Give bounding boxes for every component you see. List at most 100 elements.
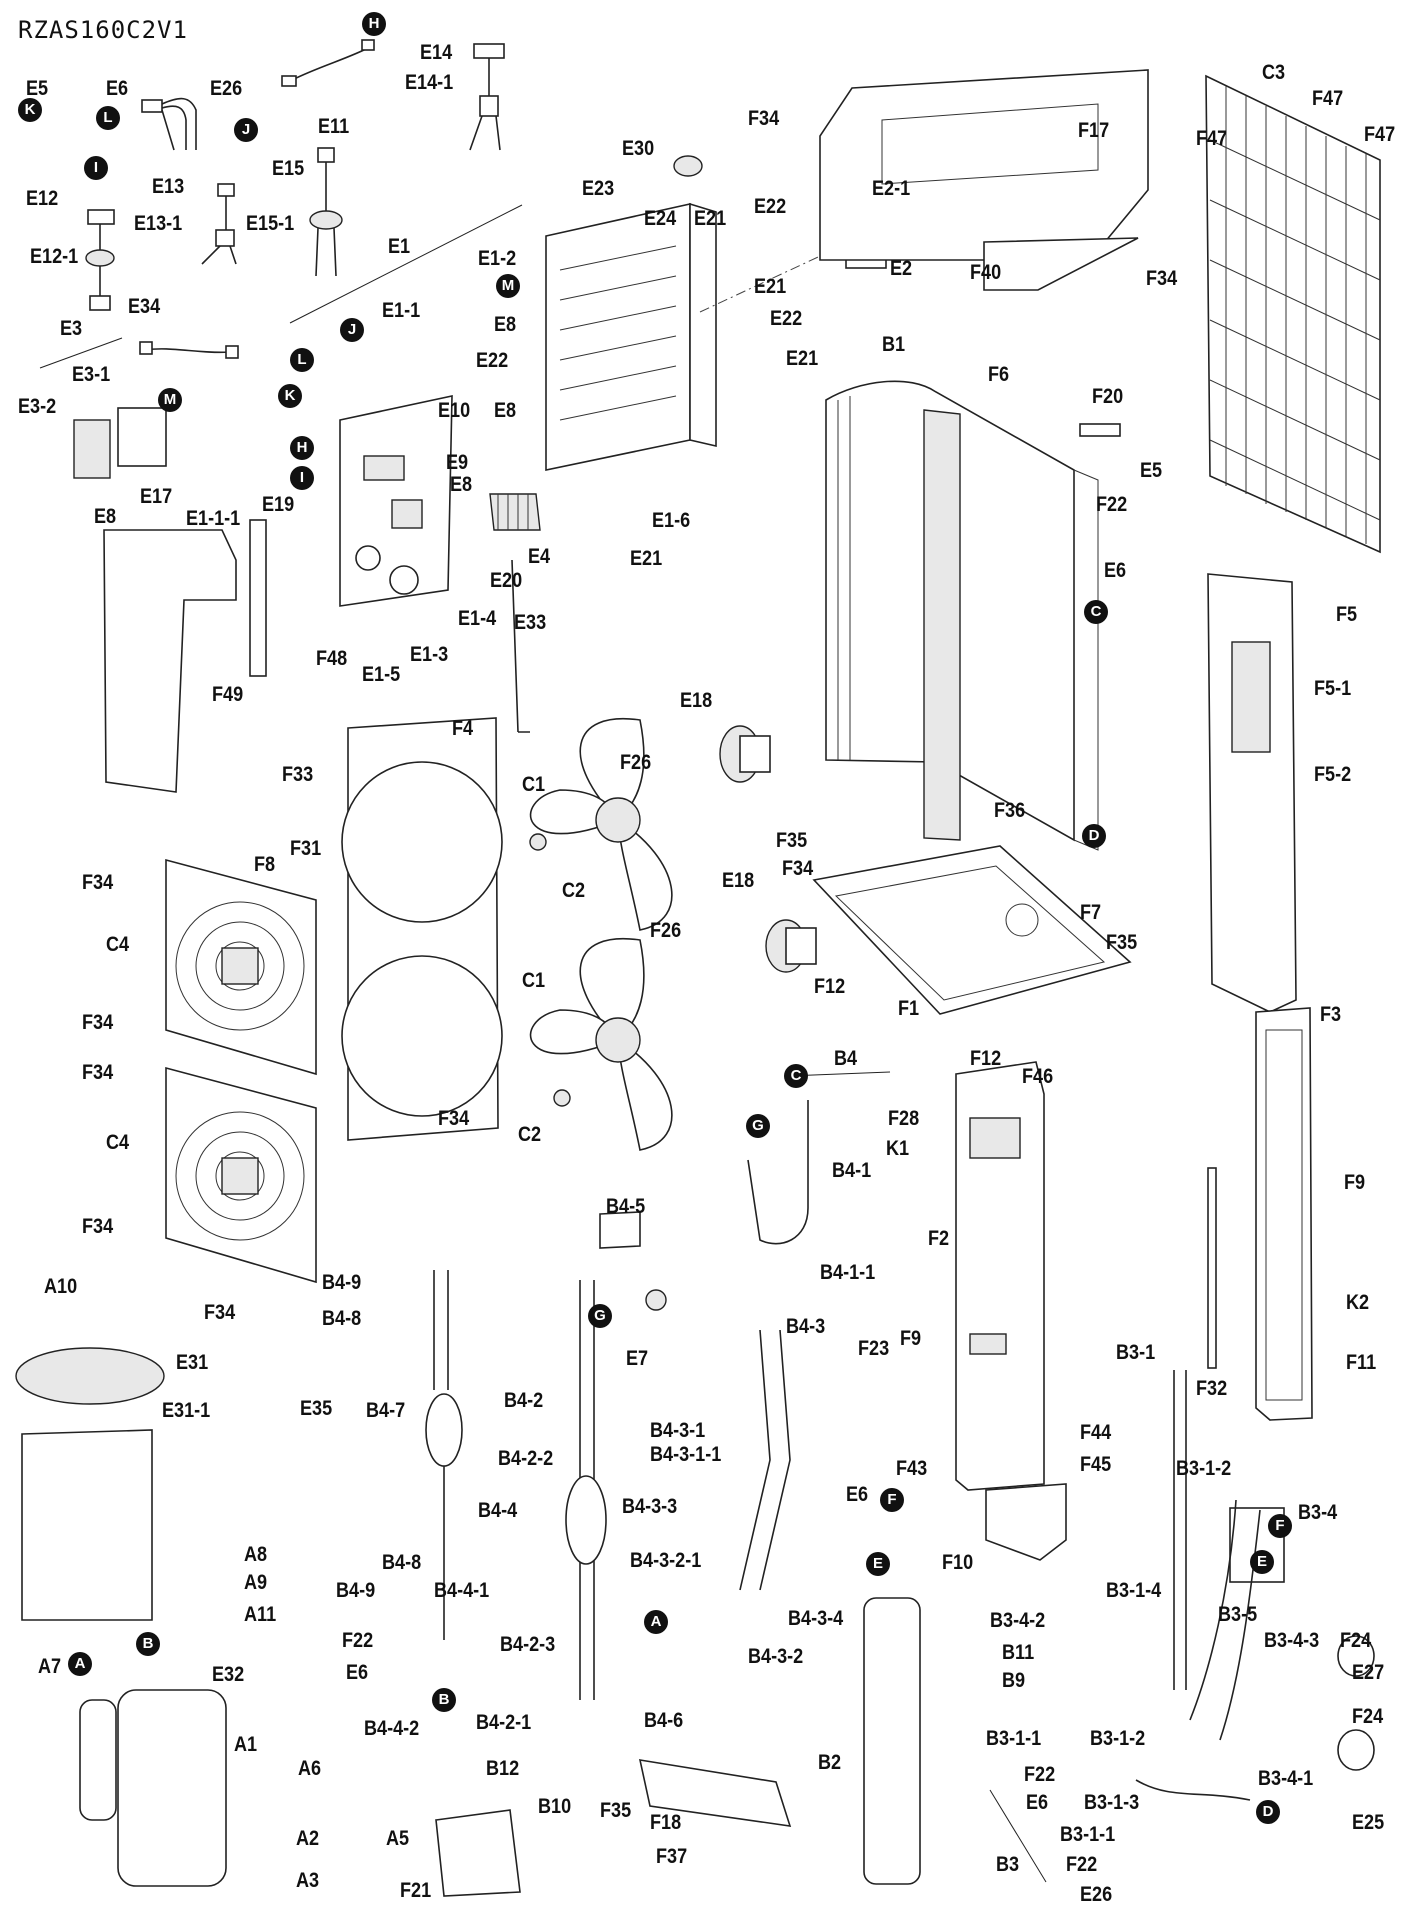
part-label-E1-2: E1-2 bbox=[478, 247, 517, 270]
part-label-B4: B4 bbox=[834, 1047, 858, 1070]
part-label-E8b: E8 bbox=[494, 399, 517, 422]
part-label-E8d: E8 bbox=[94, 505, 117, 528]
part-label-B4-3-2: B4-3-2 bbox=[748, 1645, 804, 1668]
harness-E14 bbox=[469, 43, 505, 151]
part-label-A10: A10 bbox=[44, 1275, 78, 1298]
part-label-B4-7: B4-7 bbox=[366, 1399, 406, 1422]
fan-grille-C4-upper bbox=[165, 858, 317, 1076]
part-label-E22a: E22 bbox=[754, 195, 787, 218]
part-label-E1-1-1: E1-1-1 bbox=[186, 507, 241, 530]
connection-marker-mI2: I bbox=[290, 466, 314, 490]
part-label-B4-3-2-1: B4-3-2-1 bbox=[630, 1549, 702, 1572]
part-label-F34c: F34 bbox=[782, 857, 814, 880]
heat-exchanger-B1 bbox=[825, 380, 1099, 851]
part-label-B3-4: B3-4 bbox=[1298, 1501, 1338, 1524]
part-label-B3-4-3: B3-4-3 bbox=[1264, 1629, 1320, 1652]
part-label-E22c: E22 bbox=[476, 349, 509, 372]
part-label-E21c: E21 bbox=[786, 347, 819, 370]
part-label-E2-1: E2-1 bbox=[872, 177, 911, 200]
part-label-F9b: F9 bbox=[900, 1327, 922, 1350]
part-label-A9: A9 bbox=[244, 1571, 268, 1594]
top-plate-F17 bbox=[819, 69, 1149, 291]
part-label-E24: E24 bbox=[644, 207, 677, 230]
part-label-B11: B11 bbox=[1002, 1641, 1035, 1664]
harness-E34 bbox=[139, 341, 239, 359]
part-label-E23: E23 bbox=[582, 177, 615, 200]
part-label-B4-2-2: B4-2-2 bbox=[498, 1447, 554, 1470]
part-label-E32: E32 bbox=[212, 1663, 245, 1686]
connection-marker-mI1: I bbox=[84, 156, 108, 180]
part-label-B3-1-1a: B3-1-1 bbox=[986, 1727, 1042, 1750]
part-label-F9a: F9 bbox=[1344, 1171, 1366, 1194]
part-label-C1a: C1 bbox=[522, 773, 546, 796]
connection-marker-mC1: C bbox=[1084, 600, 1108, 624]
part-label-E19: E19 bbox=[262, 493, 295, 516]
part-label-F35a: F35 bbox=[776, 829, 808, 852]
connection-marker-mF2: F bbox=[1268, 1514, 1292, 1538]
part-label-E26b: E26 bbox=[1080, 1883, 1113, 1906]
part-label-E1-3: E1-3 bbox=[410, 643, 449, 666]
part-label-E10: E10 bbox=[438, 399, 471, 422]
part-label-F47b: F47 bbox=[1196, 127, 1228, 150]
piping-B3 bbox=[1135, 1370, 1375, 1801]
side-plate-F5 bbox=[1207, 573, 1297, 1013]
part-label-F44: F44 bbox=[1080, 1421, 1112, 1444]
part-label-B4-1: B4-1 bbox=[832, 1159, 872, 1182]
part-label-F23: F23 bbox=[858, 1337, 890, 1360]
connection-marker-mE2: E bbox=[1250, 1550, 1274, 1574]
part-label-F34i: F34 bbox=[204, 1301, 236, 1324]
part-label-E17: E17 bbox=[140, 485, 173, 508]
part-label-F12a: F12 bbox=[814, 975, 846, 998]
part-label-F5: F5 bbox=[1336, 603, 1358, 626]
part-label-F5-1: F5-1 bbox=[1314, 677, 1352, 700]
part-label-F4: F4 bbox=[452, 717, 474, 740]
part-label-B3-1-3: B3-1-3 bbox=[1084, 1791, 1140, 1814]
part-label-F3: F3 bbox=[1320, 1003, 1342, 1026]
part-label-F35b: F35 bbox=[1106, 931, 1138, 954]
part-label-E5a: E5 bbox=[26, 77, 49, 100]
part-label-C2b: C2 bbox=[518, 1123, 542, 1146]
part-label-B4-3: B4-3 bbox=[786, 1315, 826, 1338]
part-label-B9: B9 bbox=[1002, 1669, 1026, 1692]
part-label-F45: F45 bbox=[1080, 1453, 1112, 1476]
part-label-B4-2-3: B4-2-3 bbox=[500, 1633, 556, 1656]
part-label-B3-1: B3-1 bbox=[1116, 1341, 1156, 1364]
part-label-E4: E4 bbox=[528, 545, 551, 568]
harness-E12 bbox=[85, 209, 115, 311]
part-label-E30: E30 bbox=[622, 137, 655, 160]
part-label-E11: E11 bbox=[318, 115, 350, 138]
connection-marker-mE1: E bbox=[866, 1552, 890, 1576]
part-label-K1: K1 bbox=[886, 1137, 910, 1160]
part-label-E1-1: E1-1 bbox=[382, 299, 421, 322]
connection-marker-mK2: K bbox=[278, 384, 302, 408]
part-label-F5-2: F5-2 bbox=[1314, 763, 1352, 786]
connection-marker-mJ1: J bbox=[234, 118, 258, 142]
cover-A10 bbox=[15, 1347, 165, 1405]
connection-marker-mA1: A bbox=[644, 1610, 668, 1634]
part-label-F28: F28 bbox=[888, 1107, 920, 1130]
switch-box-E1-2 bbox=[545, 202, 717, 471]
part-label-E21d: E21 bbox=[630, 547, 663, 570]
harness-E6 bbox=[141, 97, 197, 151]
part-label-F35c: F35 bbox=[600, 1799, 632, 1822]
part-label-F24b: F24 bbox=[1352, 1705, 1384, 1728]
part-label-E3: E3 bbox=[60, 317, 83, 340]
part-label-E26a: E26 bbox=[210, 77, 243, 100]
part-label-B4-1-1: B4-1-1 bbox=[820, 1261, 876, 1284]
part-label-E1-6: E1-6 bbox=[652, 509, 691, 532]
part-label-F12b: F12 bbox=[970, 1047, 1002, 1070]
part-label-E27: E27 bbox=[1352, 1661, 1385, 1684]
part-label-E3-1: E3-1 bbox=[72, 363, 111, 386]
part-label-E25: E25 bbox=[1352, 1811, 1385, 1834]
part-label-E18b: E18 bbox=[722, 869, 755, 892]
part-label-B4-3-1-1: B4-3-1-1 bbox=[650, 1443, 722, 1466]
connection-marker-mA2: A bbox=[68, 1652, 92, 1676]
part-label-F26b: F26 bbox=[650, 919, 682, 942]
part-label-F11: F11 bbox=[1346, 1351, 1377, 1374]
part-label-A5: A5 bbox=[386, 1827, 410, 1850]
bracket-F48 bbox=[249, 519, 267, 677]
part-label-B12: B12 bbox=[486, 1757, 520, 1780]
part-label-B4-2-1: B4-2-1 bbox=[476, 1711, 532, 1734]
part-label-F34d: F34 bbox=[82, 871, 114, 894]
